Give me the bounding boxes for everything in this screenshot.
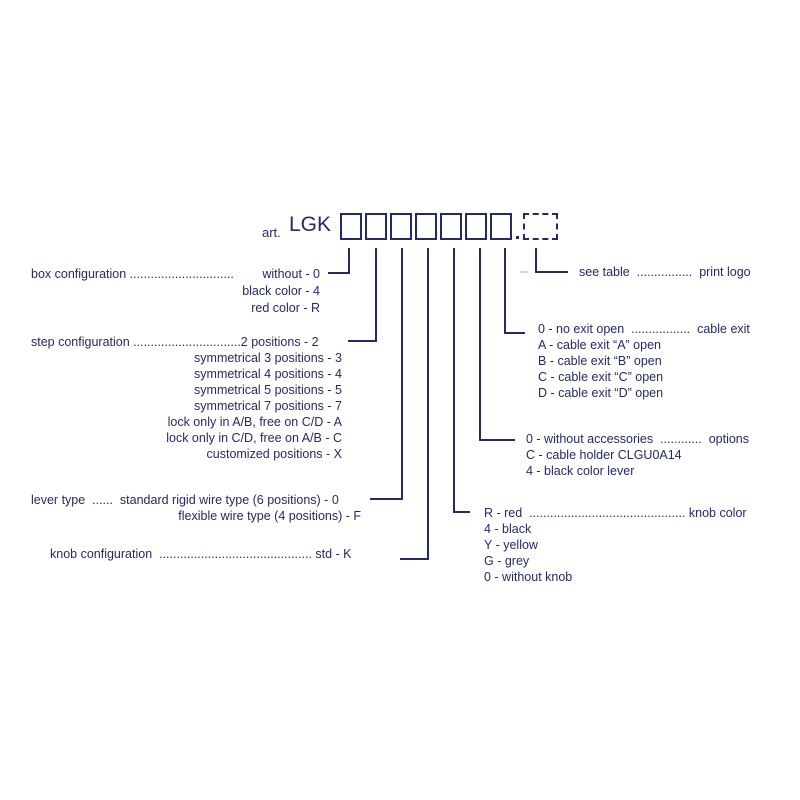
- options-option: C - cable holder CLGU0A14: [526, 448, 682, 462]
- box-configuration-option: red color - R: [251, 301, 320, 315]
- cable-exit-option: C - cable exit “C” open: [538, 370, 664, 384]
- step-configuration-option: lock only in C/D, free on A/B - C: [166, 431, 342, 445]
- code-box-7: [490, 213, 512, 240]
- code-box-4: [415, 213, 437, 240]
- options-label: 0 - without accessories ............ opt…: [526, 432, 750, 446]
- knob-color-option: 0 - without knob: [484, 570, 573, 584]
- cable-exit-option: D - cable exit “D” open: [538, 386, 664, 400]
- cable-exit-label: 0 - no exit open ................. cable…: [538, 322, 750, 336]
- code-box-logo: [523, 213, 558, 240]
- code-box-6: [465, 213, 487, 240]
- knob-configuration-label: knob configuration .....................…: [50, 547, 352, 561]
- code-box-1: [340, 213, 362, 240]
- knob-color-label: R - red ................................…: [484, 506, 747, 520]
- code-box-5: [440, 213, 462, 240]
- article-code: LGK: [289, 213, 332, 236]
- cable-exit-option: A - cable exit “A” open: [538, 338, 661, 352]
- step-configuration-option: customized positions - X: [206, 447, 342, 461]
- box-configuration-option: black color - 4: [242, 284, 320, 298]
- step-configuration-option: symmetrical 3 positions - 3: [194, 351, 342, 365]
- options-option: 4 - black color lever: [526, 464, 635, 478]
- step-configuration-option: symmetrical 4 positions - 4: [194, 367, 342, 381]
- box-configuration-option: without - 0: [262, 267, 320, 281]
- lever-type-label: lever type ...... standard rigid wire ty…: [31, 493, 339, 507]
- knob-color-option: Y - yellow: [484, 538, 538, 552]
- code-separator-dot: [516, 236, 519, 239]
- code-box-3: [390, 213, 412, 240]
- step-configuration-option: symmetrical 7 positions - 7: [194, 399, 342, 413]
- step-configuration-label: step configuration .....................…: [31, 335, 319, 349]
- step-configuration-option: lock only in A/B, free on C/D - A: [167, 415, 342, 429]
- knob-color-option: G - grey: [484, 554, 530, 568]
- article-label: art.: [262, 225, 281, 240]
- step-configuration-option: symmetrical 5 positions - 5: [194, 383, 342, 397]
- lever-type-option: flexible wire type (4 positions) - F: [178, 509, 361, 523]
- code-box-2: [365, 213, 387, 240]
- knob-color-option: 4 - black: [484, 522, 532, 536]
- cable-exit-option: B - cable exit “B” open: [538, 354, 662, 368]
- box-configuration-label: box configuration ......................…: [31, 267, 234, 281]
- print-logo-label: see table ................ print logo: [579, 265, 751, 279]
